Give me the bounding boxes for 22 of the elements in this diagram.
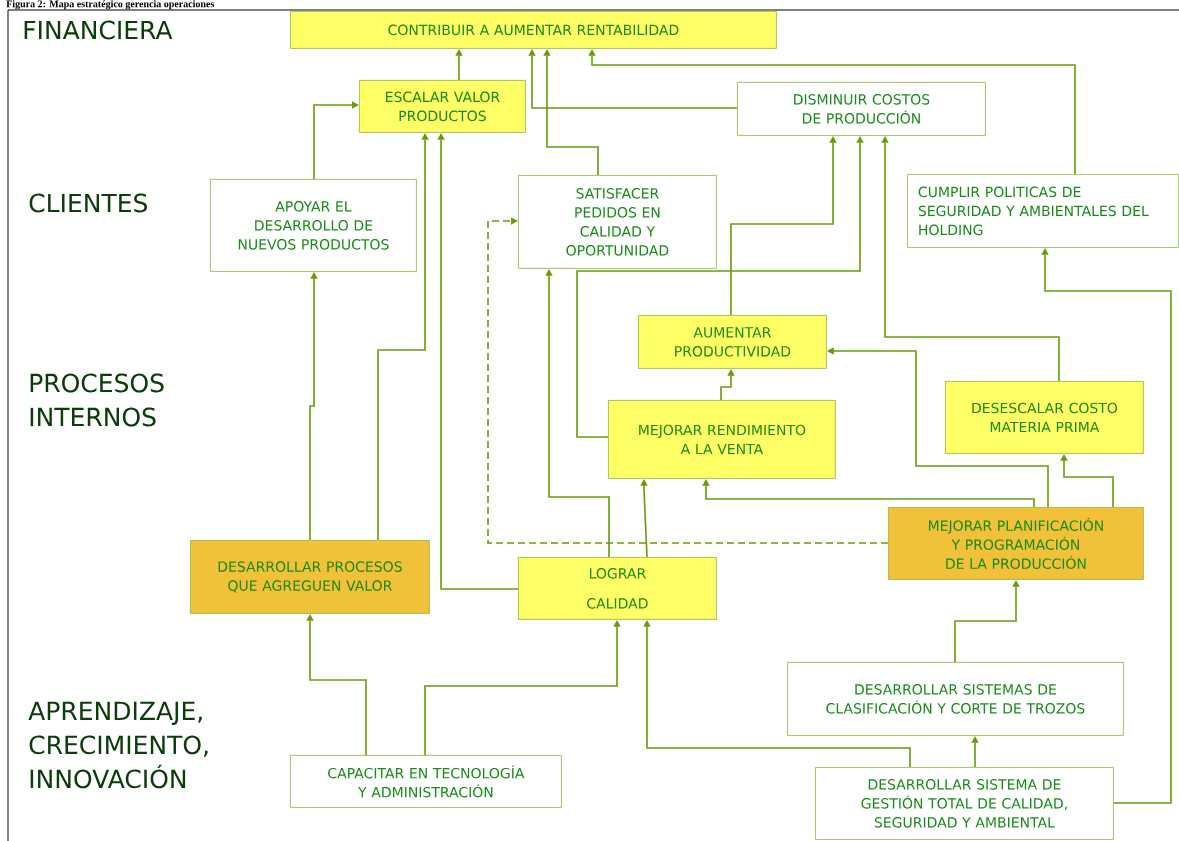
- arrow: [487, 217, 889, 544]
- objective-box: APOYAR EL DESARROLLO DE NUEVOS PRODUCTOS: [210, 179, 417, 272]
- perspective-label: APRENDIZAJE, CRECIMIENTO, INNOVACIÓN: [28, 701, 208, 789]
- objective-box: LOGRAR CALIDAD: [518, 557, 717, 620]
- objective-box: DESARROLLAR PROCESOS QUE AGREGUEN VALOR: [190, 540, 430, 614]
- objective-box: DESESCALAR COSTO MATERIA PRIMA: [945, 381, 1144, 454]
- objective-box: SATISFACER PEDIDOS EN CALIDAD Y OPORTUNIDAD: [518, 175, 717, 269]
- objective-box: DESARROLLAR SISTEMA DE GESTIÓN TOTAL DE CALIDAD, SEGURIDAD Y AMBIENTAL: [815, 767, 1114, 840]
- figure-title: Figura 2: Mapa estratégico gerencia operaciones: [6, 0, 215, 10]
- perspective-label: FINANCIERA: [24, 20, 173, 40]
- objective-box: CONTRIBUIR A AUMENTAR RENTABILIDAD: [290, 11, 777, 49]
- objective-box: AUMENTAR PRODUCTIVIDAD: [638, 315, 827, 369]
- perspective-label: PROCESOS INTERNOS: [30, 373, 164, 427]
- objective-box: MEJORAR RENDIMIENTO A LA VENTA: [608, 400, 836, 479]
- perspective-label: CLIENTES: [29, 193, 147, 213]
- objective-box: DESARROLLAR SISTEMAS DE CLASIFICACIÓN Y CORTE DE TROZOS: [787, 662, 1124, 736]
- objective-box: ESCALAR VALOR PRODUCTOS: [359, 80, 526, 133]
- objective-box: DISMINUIR COSTOS DE PRODUCCIÓN: [737, 82, 986, 136]
- objective-box: CAPACITAR EN TECNOLOGÍA Y ADMINISTRACIÓN: [290, 755, 562, 808]
- objective-box: MEJORAR PLANIFICACIÓN Y PROGRAMACIÓN DE LA PRODUCCIÓN: [888, 507, 1144, 580]
- arrow: [313, 101, 359, 180]
- objective-box: CUMPLIR POLITICAS DE SEGURIDAD Y AMBIENTALES DEL HOLDING: [907, 174, 1179, 248]
